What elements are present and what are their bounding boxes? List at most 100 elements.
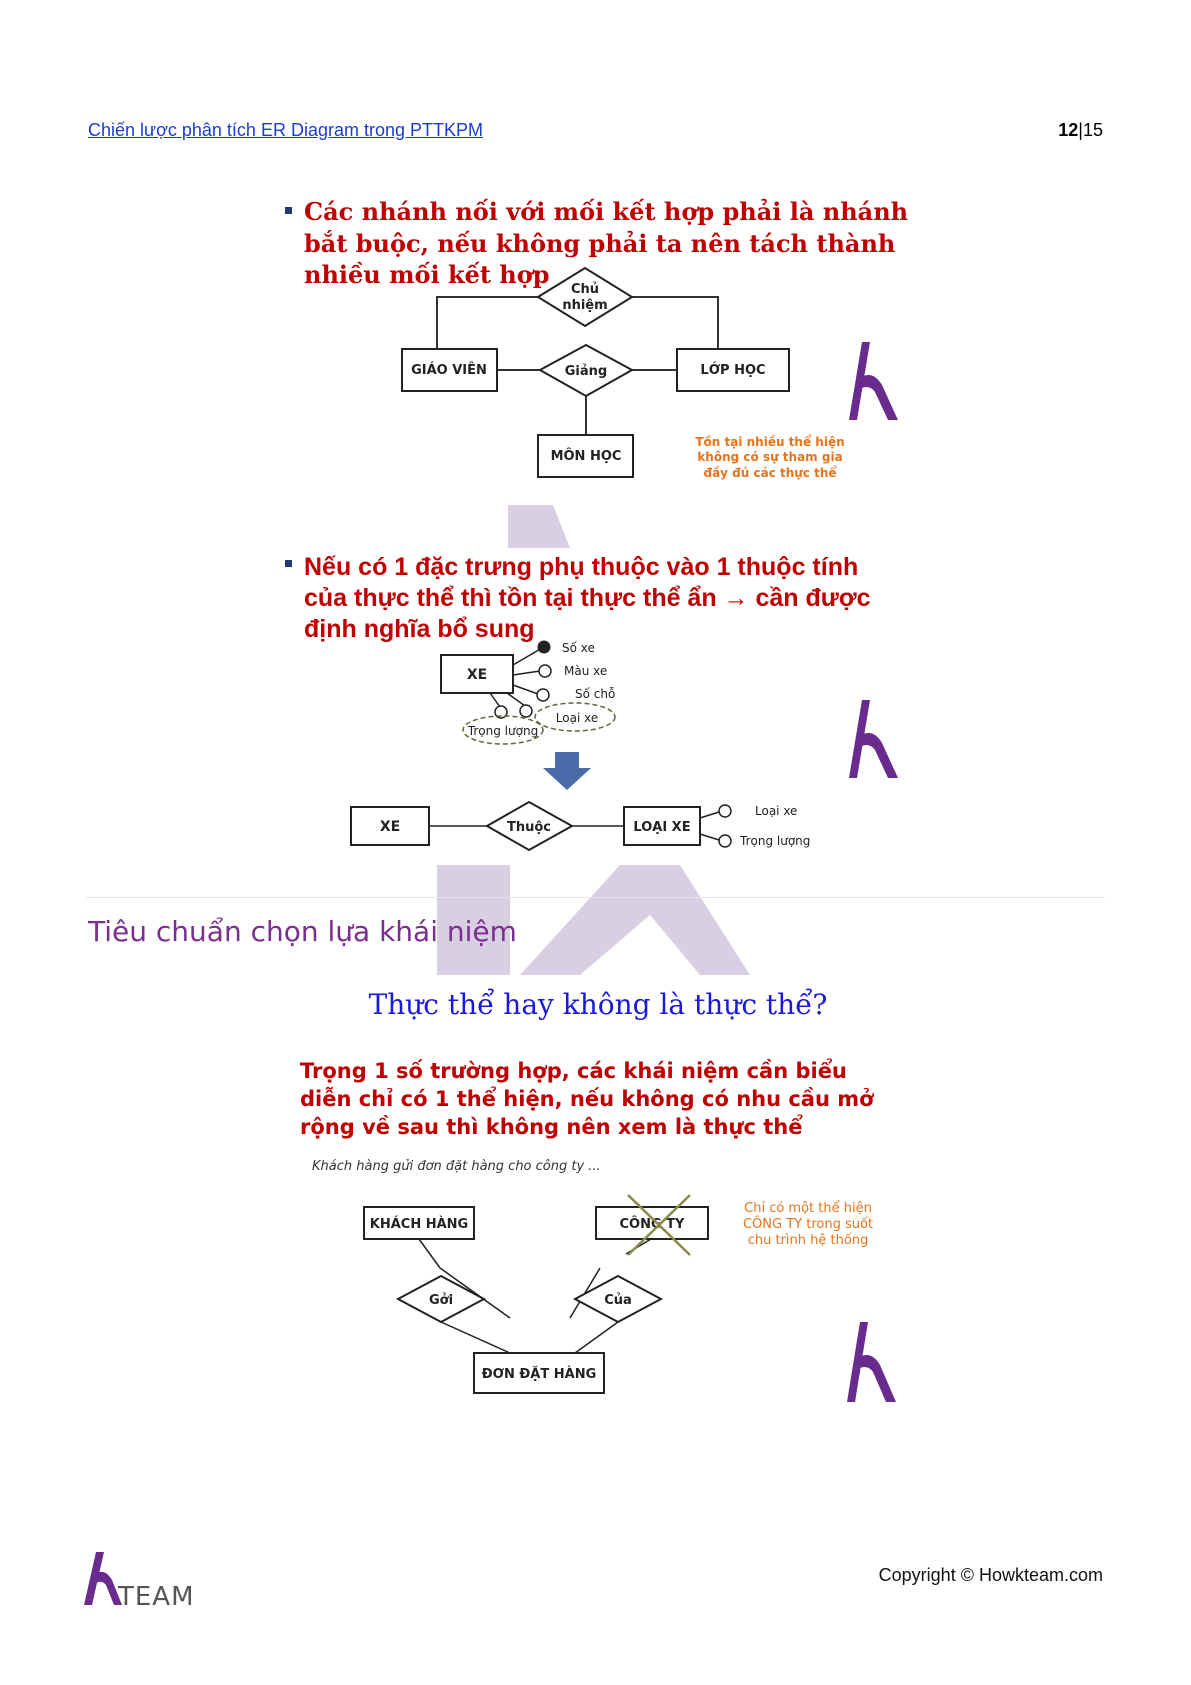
attr-mau-xe: Màu xe (564, 664, 607, 678)
line-chunhiem-lop (632, 296, 719, 349)
fig1-bullet-line-2: bắt buộc, nếu không phải ta nên tách thà… (304, 229, 895, 258)
document-title-link[interactable]: Chiến lược phân tích ER Diagram trong PT… (88, 120, 483, 140)
h-logo-icon (849, 700, 898, 778)
section-divider (86, 897, 1105, 898)
page-separator: | (1078, 120, 1083, 140)
fig1-note-line-2: không có sự tham gia (697, 450, 842, 464)
logo-text: TEAM (117, 1582, 195, 1612)
watermark-left-bar (437, 865, 510, 975)
entity-cong-ty-label: CÔNG TY (620, 1216, 686, 1232)
attr-b-loai-xe: Loại xe (755, 804, 797, 818)
line-goi-don (439, 1267, 511, 1319)
attr-so-xe: Số xe (562, 641, 595, 655)
fig3-note-line-2: CÔNG TY trong suốt (743, 1216, 873, 1232)
fig3-note-line-3: chu trình hệ thống (748, 1233, 869, 1248)
attr-line-loai-xe (506, 692, 526, 707)
fig3-heading: Thực thể hay không là thực thể? (369, 988, 828, 1021)
attr-trong-luong-circle (494, 705, 508, 719)
entity-xe-top (440, 654, 514, 694)
rel-giang-label: Giảng (565, 364, 607, 379)
entity-giao-vien-label: GIÁO VIÊN (411, 362, 487, 378)
entity-giao-vien (401, 348, 498, 392)
rel-chu-nhiem-label-1: Chủ (571, 282, 599, 297)
entity-xe-top-label: XE (467, 667, 487, 683)
attr-b1-circle (718, 804, 732, 818)
attr-line-mau-xe (512, 670, 541, 676)
entity-cong-ty (595, 1206, 709, 1240)
figure-hidden-entity: Nếu có 1 đặc trưng phụ thuộc vào 1 thuộc… (285, 553, 898, 852)
line-goi-ddh (440, 1321, 511, 1354)
rel-thuoc (484, 800, 575, 852)
watermark-top-piece (508, 505, 570, 548)
attr-so-cho: Số chỗ (575, 687, 615, 701)
rel-goi (395, 1274, 487, 1324)
figure-branches: Các nhánh nối với mối kết hợp phải là nh… (285, 197, 908, 480)
h-logo-icon (849, 342, 898, 420)
line-kh-goi (418, 1238, 441, 1269)
rel-chu-nhiem (536, 266, 634, 328)
attr-so-cho-circle (536, 688, 550, 702)
fig2-bullet-line-2: của thực thể thì tồn tại thực thể ẩn → c… (304, 584, 871, 612)
line-cua-ddh (574, 1321, 619, 1354)
attr-line-b2 (699, 833, 720, 841)
page-number: 12|15 (1058, 120, 1103, 141)
watermark-right-wedge (520, 865, 750, 975)
fig1-note-line-3: đầy đủ các thực thể (703, 465, 837, 480)
attr-trong-luong-dashed (462, 715, 544, 745)
entity-lop-hoc (676, 348, 790, 392)
attr-mau-xe-circle (538, 664, 552, 678)
fig2-bullet-line-3: định nghĩa bổ sung (304, 615, 535, 643)
fig3-example: Khách hàng gửi đơn đặt hàng cho công ty … (312, 1159, 601, 1174)
bullet-square (285, 207, 292, 214)
figure-entity-criteria: Thực thể hay không là thực thể? Trọng 1 … (300, 988, 896, 1402)
entity-xe-bottom-label: XE (380, 819, 400, 835)
entity-mon-hoc-label: MÔN HỌC (551, 448, 622, 464)
entity-khach-hang-label: KHÁCH HÀNG (370, 1216, 468, 1232)
attr-loai-xe: Loại xe (556, 711, 598, 725)
entity-lop-hoc-label: LỚP HỌC (700, 362, 765, 378)
cross-out-icon (627, 1194, 691, 1256)
fig1-note-line-1: Tồn tại nhiều thể hiện (695, 434, 844, 449)
watermark (437, 505, 750, 975)
attr-line-b1 (699, 811, 720, 819)
attr-loai-xe-circle (519, 704, 533, 718)
rel-giang (537, 343, 635, 398)
page-total: 15 (1082, 120, 1103, 140)
bullet-square-2 (285, 560, 292, 567)
fig3-para-line-1: Trọng 1 số trường hợp, các khái niệm cần… (300, 1058, 847, 1083)
fig1-bullet-line-1: Các nhánh nối với mối kết hợp phải là nh… (304, 197, 908, 226)
attr-line-trong-luong (489, 692, 501, 708)
h-logo-icon (847, 1322, 896, 1402)
entity-don-dat-hang (473, 1352, 605, 1394)
fig3-para-line-2: diễn chỉ có 1 thể hiện, nếu không có nhu… (300, 1086, 874, 1111)
attr-trong-luong: Trọng lượng (467, 724, 538, 738)
attr-line-so-xe (512, 647, 543, 666)
rel-chu-nhiem-label-2: nhiệm (562, 298, 607, 313)
entity-khach-hang (363, 1206, 475, 1240)
entity-don-dat-hang-label: ĐƠN ĐẶT HÀNG (482, 1366, 597, 1382)
fig2-bullet-line-1: Nếu có 1 đặc trưng phụ thuộc vào 1 thuộc… (304, 553, 858, 581)
rel-cua (572, 1274, 664, 1324)
down-arrow-icon (543, 752, 591, 790)
fig1-bullet-line-3: nhiều mối kết hợp (304, 260, 550, 289)
rel-goi-label: Gởi (429, 1293, 453, 1308)
entity-xe-bottom (350, 806, 430, 846)
entity-loai-xe-label: LOẠI XE (633, 820, 690, 835)
attr-b2-circle (718, 834, 732, 848)
rel-thuoc-label: Thuộc (507, 820, 551, 835)
fig3-note-line-1: Chỉ có một thể hiện (744, 1201, 872, 1216)
line-gv-chunhiem (436, 296, 538, 349)
entity-mon-hoc (537, 434, 634, 478)
attr-loai-xe-dashed (534, 702, 616, 732)
rel-cua-label: Của (604, 1293, 632, 1308)
attr-b-trong-luong: Trọng lượng (739, 834, 810, 848)
attr-so-xe-key (537, 640, 551, 654)
copyright: Copyright © Howkteam.com (878, 1565, 1103, 1585)
section-title: Tiêu chuẩn chọn lựa khái niệm (88, 915, 517, 948)
fig3-para-line-3: rộng về sau thì không nên xem là thực th… (300, 1114, 803, 1139)
page-current: 12 (1058, 120, 1079, 140)
howkteam-logo: TEAM (84, 1552, 195, 1612)
attr-line-so-cho (512, 684, 539, 695)
entity-loai-xe (623, 806, 701, 846)
